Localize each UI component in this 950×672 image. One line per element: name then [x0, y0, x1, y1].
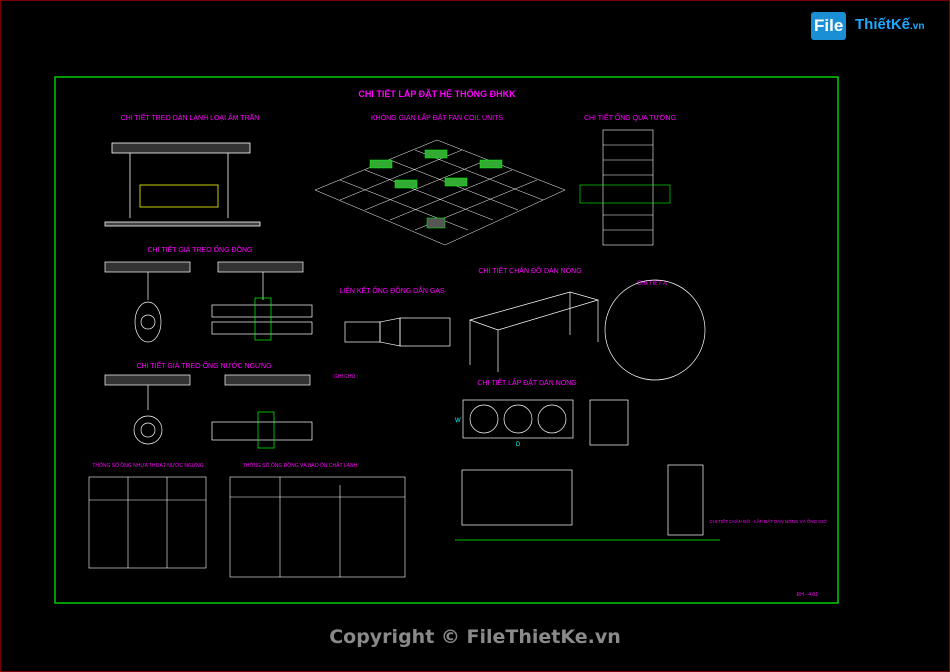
site-logo[interactable]: File ThiếtKế.vn: [811, 12, 927, 42]
logo-tld: .vn: [910, 21, 925, 32]
logo-brand: ThiếtKế: [855, 16, 911, 33]
dim-d: D: [516, 442, 521, 448]
ceiling-unit-detail: [104, 142, 261, 227]
outdoor-stand-detail: [468, 279, 706, 381]
logo-brand-text: ThiếtKế.vn: [855, 16, 924, 33]
logo-file-text: File: [811, 12, 847, 40]
title-fancoil: KHÔNG GIAN LẮP ĐẶT FAN COIL UNITS: [371, 113, 503, 122]
copyright-text: Copyright © FileThietKe.vn: [329, 626, 621, 648]
title-outdoor-install: CHI TIẾT LẮP ĐẶT DÀN NÓNG: [477, 377, 576, 387]
notes-title: GHI CHÚ :: [334, 373, 358, 380]
sheet-number: ĐH - 4.01: [797, 592, 819, 598]
install-note: CHI TIẾT CHÂN ĐỠ - LẮP ĐẶT DÀN NÓNG VÀ Ố…: [709, 517, 827, 524]
dim-w: W: [455, 418, 461, 424]
title-wall-pipe: CHI TIẾT ỐNG QUA TƯỜNG: [584, 112, 676, 122]
table-drainpipe: [88, 476, 207, 569]
wall-pipe-detail: [579, 129, 671, 246]
title-outdoor-stand: CHI TIẾT CHÂN ĐỠ DÀN NÓNG: [478, 265, 581, 275]
outdoor-unit-detail: [455, 399, 720, 541]
gas-joint-detail: [344, 317, 451, 347]
fancoil-iso-grid: [314, 139, 566, 246]
title-water-hanger: CHI TIẾT GIÁ TREO ỐNG NƯỚC NGƯNG: [136, 360, 271, 370]
title-gas-joint: LIÊN KẾT ỐNG ĐỒNG DẪN GAS: [339, 285, 445, 295]
title-ceiling-unit: CHI TIẾT TREO DÀN LẠNH LOẠI ÂM TRẦN: [121, 112, 260, 122]
table-copper-pipe: [229, 476, 406, 578]
water-hanger-detail: [104, 374, 313, 449]
table2-title: THÔNG SỐ ỐNG ĐỒNG VÀ BẢO ÔN CHẤT LẠNH: [243, 462, 358, 469]
title-copper-hanger: CHI TIẾT GIÁ TREO ỐNG ĐỒNG: [147, 244, 252, 254]
copper-hanger-detail: [104, 261, 313, 343]
table1-title: THÔNG SỐ ỐNG NHỰA THOÁT NƯỚC NGƯNG: [92, 462, 203, 469]
title-detail-a: CHI TIẾT A: [637, 280, 667, 287]
sheet-title: CHI TIẾT LẮP ĐẶT HỆ THỐNG ĐHKK: [358, 88, 516, 99]
drawing-frame: [54, 76, 839, 604]
